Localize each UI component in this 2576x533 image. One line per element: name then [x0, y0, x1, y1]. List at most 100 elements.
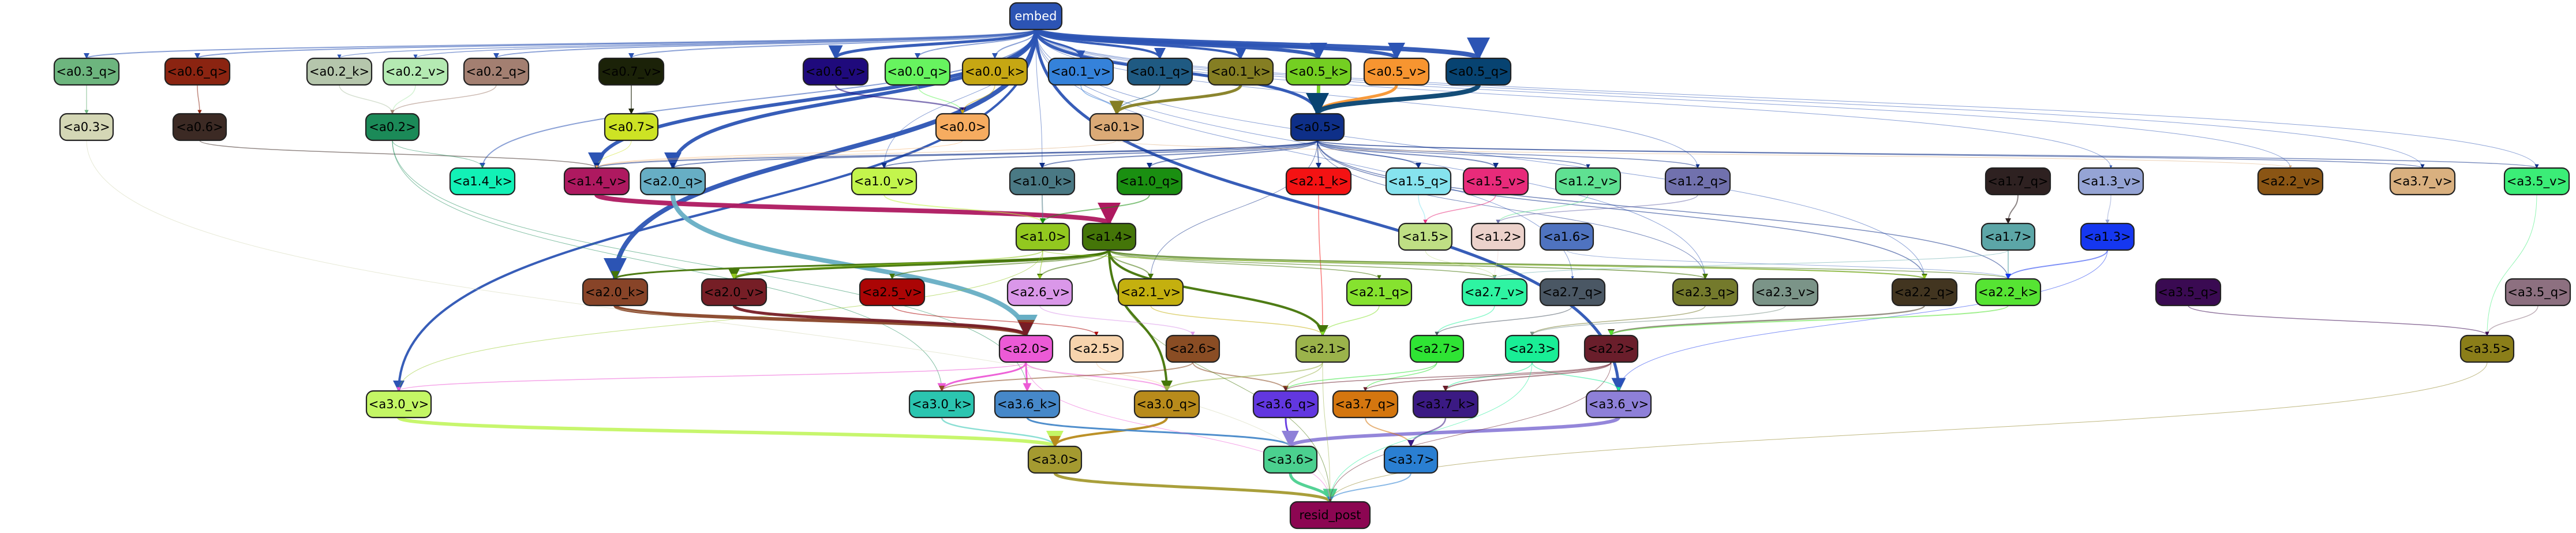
node-a3-6-k[interactable]: <a3.6_k>: [994, 390, 1061, 419]
node-a2-1[interactable]: <a2.1>: [1295, 334, 1350, 363]
node-a0-3[interactable]: <a0.3>: [59, 113, 114, 141]
node-a3-0[interactable]: <a3.0>: [1027, 445, 1083, 474]
node-a1-0-k[interactable]: <a1.0_k>: [1009, 167, 1076, 196]
node-a3-7-k[interactable]: <a3.7_k>: [1412, 390, 1479, 419]
node-a2-6-v[interactable]: <a2.6_v>: [1006, 278, 1073, 307]
node-label: <a2.3>: [1508, 342, 1555, 356]
node-a0-2-v[interactable]: <a0.2_v>: [382, 57, 449, 86]
node-a0-0[interactable]: <a0.0>: [935, 113, 990, 141]
node-a2-7[interactable]: <a2.7>: [1409, 334, 1465, 363]
node-a1-0[interactable]: <a1.0>: [1015, 222, 1070, 251]
edge-a1.4-to-a2.2_k: [1109, 249, 2010, 279]
node-label: <a0.2_k>: [309, 65, 369, 79]
node-a2-5[interactable]: <a2.5>: [1069, 334, 1124, 363]
node-label: <a0.1>: [1093, 120, 1140, 134]
edge-a0.5-to-a1.0_q: [1147, 140, 1318, 169]
node-a0-1-q[interactable]: <a0.1_q>: [1126, 57, 1193, 86]
node-a3-5-v[interactable]: <a3.5_v>: [2503, 167, 2570, 196]
node-a3-6-q[interactable]: <a3.6_q>: [1252, 390, 1319, 419]
node-box: [1504, 334, 1560, 363]
node-a1-7-q[interactable]: <a1.7_q>: [1985, 167, 2051, 196]
node-a0-1-v[interactable]: <a0.1_v>: [1047, 57, 1114, 86]
node-a1-2[interactable]: <a1.2>: [1470, 222, 1526, 251]
node-a1-3-v[interactable]: <a1.3_v>: [2077, 167, 2144, 196]
node-a0-6[interactable]: <a0.6>: [172, 113, 227, 141]
node-a2-1-k[interactable]: <a2.1_k>: [1285, 167, 1352, 196]
node-a1-4[interactable]: <a1.4>: [1081, 222, 1137, 251]
node-box: [1985, 167, 2051, 196]
node-a1-3[interactable]: <a1.3>: [2080, 222, 2135, 251]
node-a2-1-q[interactable]: <a2.1_q>: [1346, 278, 1413, 307]
edge-a2.5-to-a3.0_q: [1096, 361, 1169, 392]
node-a2-5-v[interactable]: <a2.5_v>: [859, 278, 926, 307]
node-resid-post[interactable]: resid_post: [1289, 501, 1371, 530]
node-a1-5[interactable]: <a1.5>: [1398, 222, 1453, 251]
node-a1-4-k[interactable]: <a1.4_k>: [449, 167, 516, 196]
node-a0-3-q[interactable]: <a0.3_q>: [53, 57, 120, 86]
node-a2-6[interactable]: <a2.6>: [1165, 334, 1220, 363]
node-a3-7-v[interactable]: <a3.7_v>: [2389, 167, 2456, 196]
edge-a0.0_k-to-a0.0: [960, 84, 995, 114]
node-a2-2[interactable]: <a2.2>: [1583, 334, 1639, 363]
node-a1-6[interactable]: <a1.6>: [1539, 222, 1594, 251]
node-a0-7-v[interactable]: <a0.7_v>: [598, 57, 665, 86]
node-a2-3-v[interactable]: <a2.3_v>: [1752, 278, 1819, 307]
node-a2-3[interactable]: <a2.3>: [1504, 334, 1560, 363]
node-a3-5-q2[interactable]: <a3.5_q>: [2504, 278, 2571, 307]
node-embed[interactable]: embed: [1009, 2, 1063, 31]
node-a0-0-k[interactable]: <a0.0_k>: [961, 57, 1028, 86]
node-a0-5-q[interactable]: <a0.5_q>: [1445, 57, 1512, 86]
node-box: [1539, 222, 1594, 251]
node-a0-5-k[interactable]: <a0.5_k>: [1285, 57, 1352, 86]
node-a2-2-k[interactable]: <a2.2_k>: [1975, 278, 2042, 307]
node-label: <a1.2_q>: [1667, 174, 1728, 189]
node-a1-0-q[interactable]: <a1.0_q>: [1116, 167, 1183, 196]
node-a0-6-q[interactable]: <a0.6_q>: [164, 57, 231, 86]
node-box: [851, 167, 918, 196]
node-a1-5-q[interactable]: <a1.5_q>: [1385, 167, 1452, 196]
node-a0-1[interactable]: <a0.1>: [1089, 113, 1144, 141]
node-a1-5-v[interactable]: <a1.5_v>: [1462, 167, 1529, 196]
node-a2-1-v[interactable]: <a2.1_v>: [1117, 278, 1184, 307]
edge-embed-to-a1.0_k: [1035, 29, 1044, 169]
node-a0-0-q[interactable]: <a0.0_q>: [884, 57, 951, 86]
node-a0-6-v[interactable]: <a0.6_v>: [802, 57, 869, 86]
node-box: [1332, 390, 1399, 419]
node-a2-0-k[interactable]: <a2.0_k>: [582, 278, 649, 307]
node-a0-2-k[interactable]: <a0.2_k>: [306, 57, 373, 86]
node-a0-1-k[interactable]: <a0.1_k>: [1207, 57, 1274, 86]
node-a2-7-v[interactable]: <a2.7_v>: [1461, 278, 1528, 307]
node-a3-5[interactable]: <a3.5>: [2459, 334, 2515, 363]
node-label: <a3.6_k>: [997, 397, 1057, 412]
node-a3-0-k[interactable]: <a3.0_k>: [908, 390, 975, 419]
node-a3-5-q[interactable]: <a3.5_q>: [2155, 278, 2222, 307]
node-a3-6[interactable]: <a3.6>: [1263, 445, 1318, 474]
node-a2-0[interactable]: <a2.0>: [998, 334, 1054, 363]
node-a3-0-v[interactable]: <a3.0_v>: [365, 390, 432, 419]
node-a0-5-v[interactable]: <a0.5_v>: [1363, 57, 1430, 86]
node-a1-4-v[interactable]: <a1.4_v>: [563, 167, 630, 196]
node-a1-0-v[interactable]: <a1.0_v>: [851, 167, 918, 196]
node-a2-0-q[interactable]: <a2.0_q>: [639, 167, 706, 196]
node-a2-3-q[interactable]: <a2.3_q>: [1672, 278, 1739, 307]
node-a0-2-q[interactable]: <a0.2_q>: [463, 57, 530, 86]
node-a2-7-q[interactable]: <a2.7_q>: [1539, 278, 1606, 307]
node-a3-7[interactable]: <a3.7>: [1383, 445, 1439, 474]
node-label: <a0.2_v>: [385, 65, 445, 79]
node-a0-5[interactable]: <a0.5>: [1290, 113, 1345, 141]
node-a1-7[interactable]: <a1.7>: [1980, 222, 2036, 251]
edge-a2.7-to-a3.6_q: [1283, 361, 1437, 392]
node-a0-7[interactable]: <a0.7>: [604, 113, 659, 141]
node-a2-2-q[interactable]: <a2.2_q>: [1891, 278, 1958, 307]
node-a2-2-v[interactable]: <a2.2_v>: [2257, 167, 2324, 196]
edge-a1.7-to-a2.7_v: [1493, 249, 2009, 279]
node-a1-2-q[interactable]: <a1.2_q>: [1664, 167, 1731, 196]
node-box: [1116, 167, 1183, 196]
node-a2-0-v[interactable]: <a2.0_v>: [701, 278, 767, 307]
node-a3-7-q[interactable]: <a3.7_q>: [1332, 390, 1399, 419]
node-a3-0-q[interactable]: <a3.0_q>: [1133, 390, 1200, 419]
node-a1-2-v[interactable]: <a1.2_v>: [1555, 167, 1622, 196]
node-a3-6-v[interactable]: <a3.6_v>: [1585, 390, 1652, 419]
node-a0-2[interactable]: <a0.2>: [365, 113, 420, 141]
